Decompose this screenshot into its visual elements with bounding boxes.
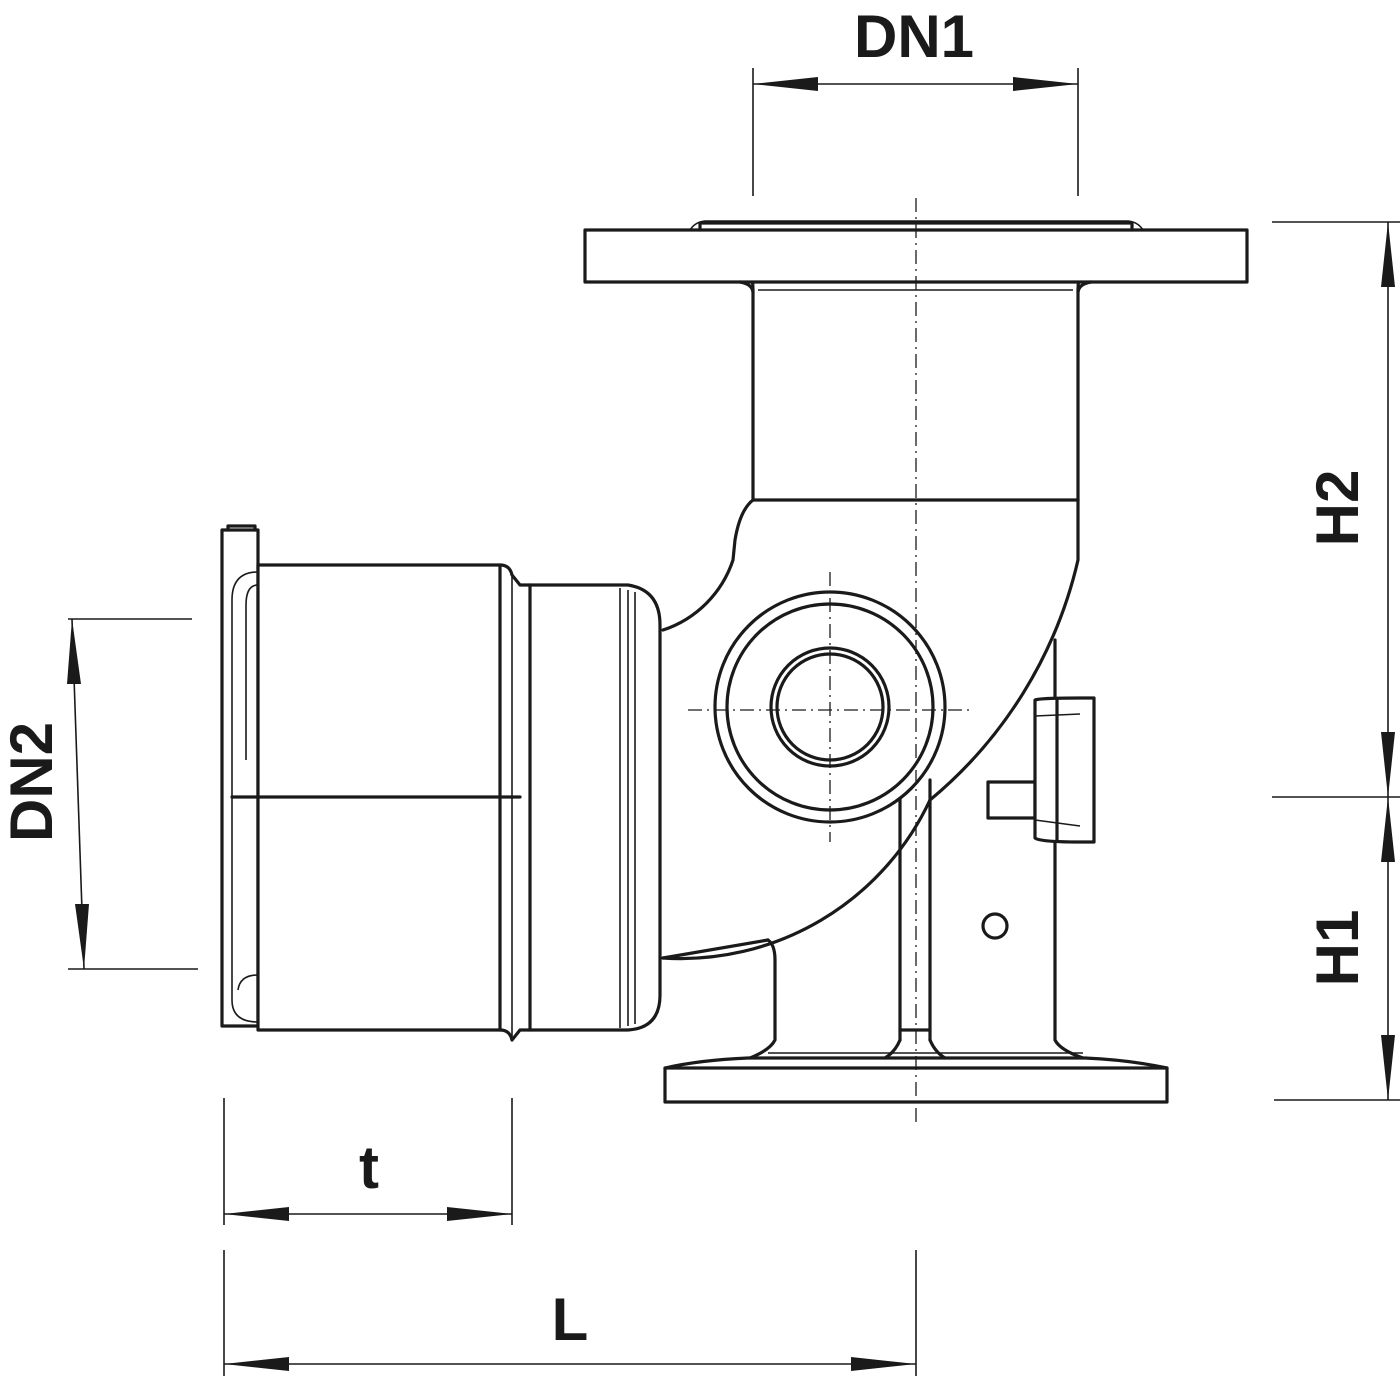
dimension-t: t [223, 1098, 513, 1225]
dimension-h2: H2 [1272, 221, 1400, 798]
h2-label: H2 [1304, 470, 1371, 547]
dimension-dn1: DN1 [752, 3, 1079, 196]
dimension-dn2: DN2 [0, 618, 198, 970]
center-lines [688, 198, 972, 1122]
l-label: L [552, 1286, 589, 1353]
t-label: t [359, 1134, 379, 1201]
dn1-label: DN1 [854, 3, 974, 70]
elbow-body [661, 260, 1093, 1060]
dimension-l: L [223, 1250, 917, 1376]
dimension-h1: H1 [1274, 797, 1400, 1101]
valve-handle [986, 696, 1096, 844]
dn2-label: DN2 [0, 722, 65, 842]
h1-label: H1 [1304, 910, 1371, 987]
press-sleeve [220, 524, 662, 1042]
